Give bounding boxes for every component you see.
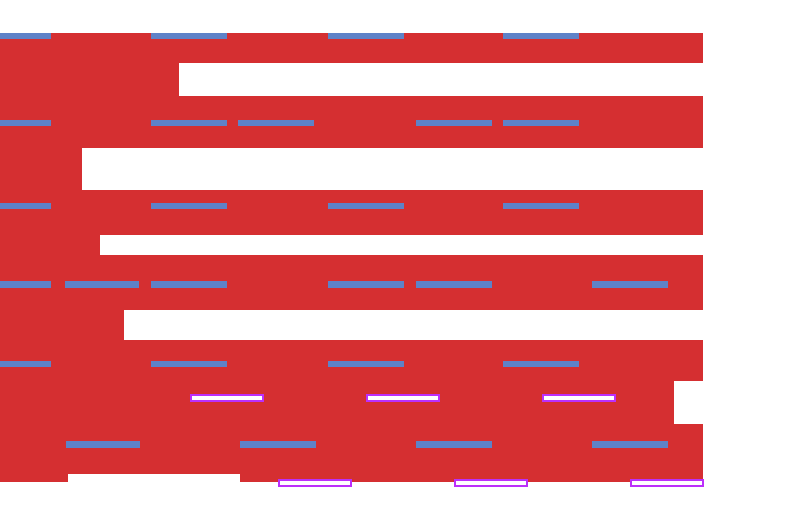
redaction-line-4b: [0, 310, 124, 340]
blue-mark-r2-2[interactable]: [151, 120, 227, 126]
blue-mark-r5-2[interactable]: [151, 361, 227, 367]
blue-mark-r6-3[interactable]: [416, 441, 492, 448]
blue-mark-r4-2[interactable]: [65, 281, 139, 288]
blue-mark-r5-1[interactable]: [0, 361, 51, 367]
redaction-line-7: [0, 424, 703, 474]
blue-mark-r3-2[interactable]: [151, 203, 227, 209]
redaction-line-5: [0, 340, 703, 381]
blue-mark-r2-4[interactable]: [416, 120, 492, 126]
blue-mark-r4-5[interactable]: [416, 281, 492, 288]
blue-mark-r6-2[interactable]: [240, 441, 316, 448]
magenta-mark-r7-2[interactable]: [454, 479, 528, 487]
magenta-mark-r5-1[interactable]: [190, 394, 264, 402]
blue-mark-r4-1[interactable]: [0, 281, 51, 288]
blue-mark-r2-5[interactable]: [503, 120, 579, 126]
redaction-line-7b: [0, 474, 68, 482]
redaction-line-2b: [0, 148, 82, 190]
blue-mark-r5-4[interactable]: [503, 361, 579, 367]
redaction-line-7c: [240, 474, 703, 482]
blue-mark-r6-4[interactable]: [592, 441, 668, 448]
redaction-line-1b: [0, 63, 179, 96]
blue-mark-r1-2[interactable]: [151, 33, 227, 39]
magenta-mark-r5-2[interactable]: [366, 394, 440, 402]
magenta-mark-r7-3[interactable]: [630, 479, 704, 487]
blue-mark-r2-3[interactable]: [238, 120, 314, 126]
redaction-line-2: [0, 96, 703, 148]
blue-mark-r5-3[interactable]: [328, 361, 404, 367]
redaction-line-6: [0, 381, 674, 424]
blue-mark-r6-1[interactable]: [66, 441, 140, 448]
blue-mark-r3-1[interactable]: [0, 203, 51, 209]
blue-mark-r1-1[interactable]: [0, 33, 51, 39]
redaction-line-3b: [0, 235, 100, 255]
blue-mark-r1-3[interactable]: [328, 33, 404, 39]
blue-mark-r4-6[interactable]: [592, 281, 668, 288]
blue-mark-r2-1[interactable]: [0, 120, 51, 126]
blue-mark-r4-3[interactable]: [151, 281, 227, 288]
blue-mark-r3-4[interactable]: [503, 203, 579, 209]
blue-mark-r3-3[interactable]: [328, 203, 404, 209]
magenta-mark-r7-1[interactable]: [278, 479, 352, 487]
redaction-line-3: [0, 190, 703, 235]
blue-mark-r4-4[interactable]: [328, 281, 404, 288]
blue-mark-r1-4[interactable]: [503, 33, 579, 39]
magenta-mark-r5-3[interactable]: [542, 394, 616, 402]
